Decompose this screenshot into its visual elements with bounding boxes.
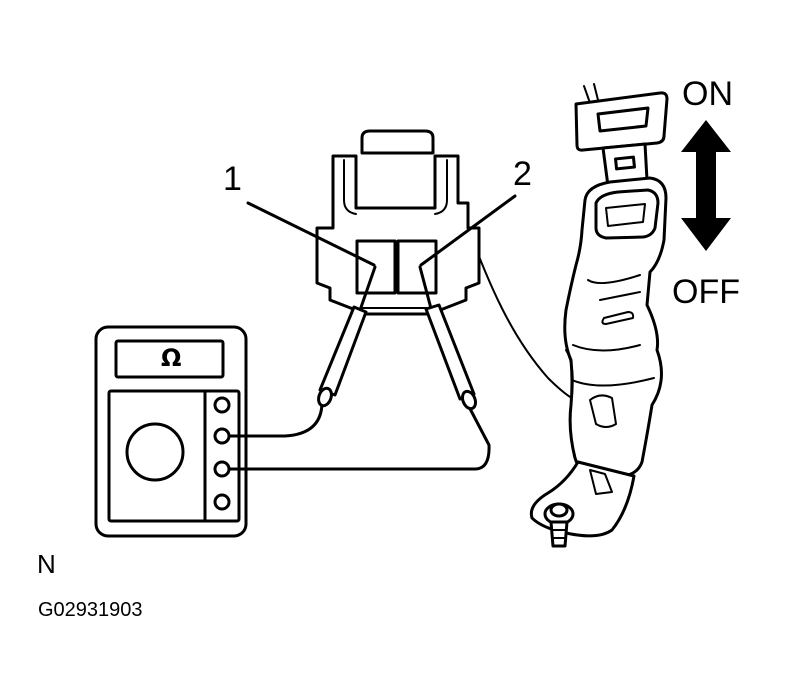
corner-letter: N [37, 549, 56, 579]
seat-belt-buckle-icon [529, 83, 669, 548]
pin-1-label: 1 [223, 160, 242, 198]
connector-icon [315, 129, 481, 316]
double-arrow-icon [681, 120, 731, 251]
meter-unit-symbol: Ω [161, 344, 182, 372]
meter-terminal-3 [213, 460, 231, 478]
meter-terminal-1 [213, 396, 231, 414]
probe-1 [317, 265, 377, 408]
meter-terminal-2 [213, 427, 231, 445]
switch-on-label: ON [682, 75, 733, 113]
ohmmeter-icon [94, 325, 248, 538]
figure-code: G02931903 [38, 599, 143, 621]
meter-dial [125, 422, 185, 482]
meter-terminal-4 [213, 493, 231, 511]
probe-2 [418, 265, 478, 411]
pin-2-label: 2 [513, 155, 532, 193]
switch-off-label: OFF [672, 273, 740, 311]
